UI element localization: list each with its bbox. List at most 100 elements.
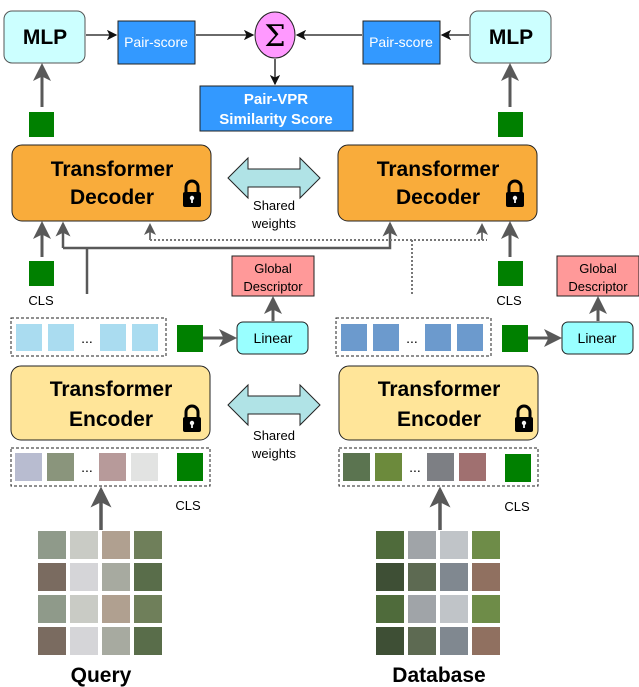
pair-score-left-label: Pair-score (124, 34, 188, 50)
cls-label: CLS (496, 293, 522, 308)
image-patch (472, 595, 500, 623)
global-descriptor-line1: Global (254, 261, 292, 276)
pair-score-left: Pair-score (117, 20, 196, 65)
shared-weights-arrow-top (227, 157, 321, 199)
cls-label: CLS (28, 293, 54, 308)
query-image-grid (38, 531, 162, 655)
decoder-right-line2: Decoder (396, 186, 480, 209)
linear-left: Linear (236, 321, 309, 355)
cls-token-input-right (505, 454, 531, 482)
mlp-right-box: MLP (469, 10, 552, 64)
image-patch (472, 627, 500, 655)
query-patch-row: ... (10, 447, 211, 487)
image-patch (376, 531, 404, 559)
query-label: Query (71, 664, 132, 687)
ellipsis: ... (81, 459, 93, 475)
image-patch (38, 563, 66, 591)
global-descriptor-line2: Descriptor (568, 279, 628, 294)
encoder-left-line1: Transformer (50, 378, 173, 401)
cls-token-decoder-out-left (29, 112, 54, 137)
image-patch (102, 531, 130, 559)
mlp-right-label: MLP (489, 26, 533, 49)
image-patch (134, 595, 162, 623)
sum-symbol: Σ (264, 19, 285, 54)
database-token-row: ... (335, 317, 492, 357)
image-patch (440, 531, 468, 559)
image-patch (70, 531, 98, 559)
image-patch (408, 595, 436, 623)
database-image-grid (376, 531, 500, 655)
image-patch (38, 595, 66, 623)
dotted-connectors (144, 223, 488, 294)
decoder-left-line1: Transformer (51, 158, 174, 181)
cls-token-right (498, 261, 523, 286)
linear-right: Linear (561, 321, 634, 355)
shared-bottom-line1: Shared (253, 428, 295, 443)
linear-arrows (203, 296, 607, 347)
cls-to-mlp-arrows (33, 63, 519, 107)
cls-token-encoder-out-left (177, 325, 203, 352)
shared-bottom-line2: weights (251, 446, 297, 461)
pair-score-right-label: Pair-score (369, 34, 433, 50)
similarity-score-box: Pair-VPR Similarity Score (199, 85, 354, 132)
global-descriptor-line2: Descriptor (243, 279, 303, 294)
database-patch-row: ... (338, 447, 539, 487)
image-patch (134, 531, 162, 559)
image-patch (376, 627, 404, 655)
sum-icon: Σ (254, 11, 296, 59)
similarity-line2: Similarity Score (219, 111, 332, 128)
decoder-input-connectors (33, 221, 519, 294)
image-patch (70, 563, 98, 591)
image-patch (38, 627, 66, 655)
image-patch (70, 595, 98, 623)
image-patch (440, 627, 468, 655)
score-arrows (86, 29, 469, 86)
cls-token-left (29, 261, 54, 286)
ellipsis: ... (409, 459, 421, 475)
image-patch (134, 563, 162, 591)
image-patch (102, 595, 130, 623)
linear-label: Linear (254, 330, 293, 346)
encoder-left-line2: Encoder (69, 408, 153, 431)
image-patch (134, 627, 162, 655)
shared-top-line2: weights (251, 216, 297, 231)
database-label: Database (392, 664, 485, 687)
image-patch (408, 531, 436, 559)
cls-label: CLS (504, 499, 530, 514)
image-patch (38, 531, 66, 559)
query-token-row: ... (10, 317, 167, 357)
decoder-right-line1: Transformer (377, 158, 500, 181)
image-patch (472, 531, 500, 559)
similarity-line1: Pair-VPR (244, 91, 308, 108)
image-patch (376, 595, 404, 623)
cls-token-encoder-out-right (502, 325, 528, 352)
image-patch (440, 563, 468, 591)
mlp-left-label: MLP (23, 26, 67, 49)
decoder-left-line2: Decoder (70, 186, 154, 209)
ellipsis: ... (406, 330, 418, 346)
image-patch (102, 563, 130, 591)
ellipsis: ... (81, 330, 93, 346)
cls-token-input-left (177, 453, 203, 481)
image-patch (408, 563, 436, 591)
image-patch (70, 627, 98, 655)
pair-score-right: Pair-score (362, 20, 441, 65)
image-patch (408, 627, 436, 655)
image-patch (102, 627, 130, 655)
encoder-right-line1: Transformer (378, 378, 501, 401)
shared-top-line1: Shared (253, 198, 295, 213)
image-patch (376, 563, 404, 591)
encoder-right-line2: Encoder (397, 408, 481, 431)
global-descriptor-line1: Global (579, 261, 617, 276)
mlp-left-box: MLP (3, 10, 86, 64)
shared-weights-arrow-bottom (227, 384, 321, 426)
image-patch (440, 595, 468, 623)
image-patch (472, 563, 500, 591)
